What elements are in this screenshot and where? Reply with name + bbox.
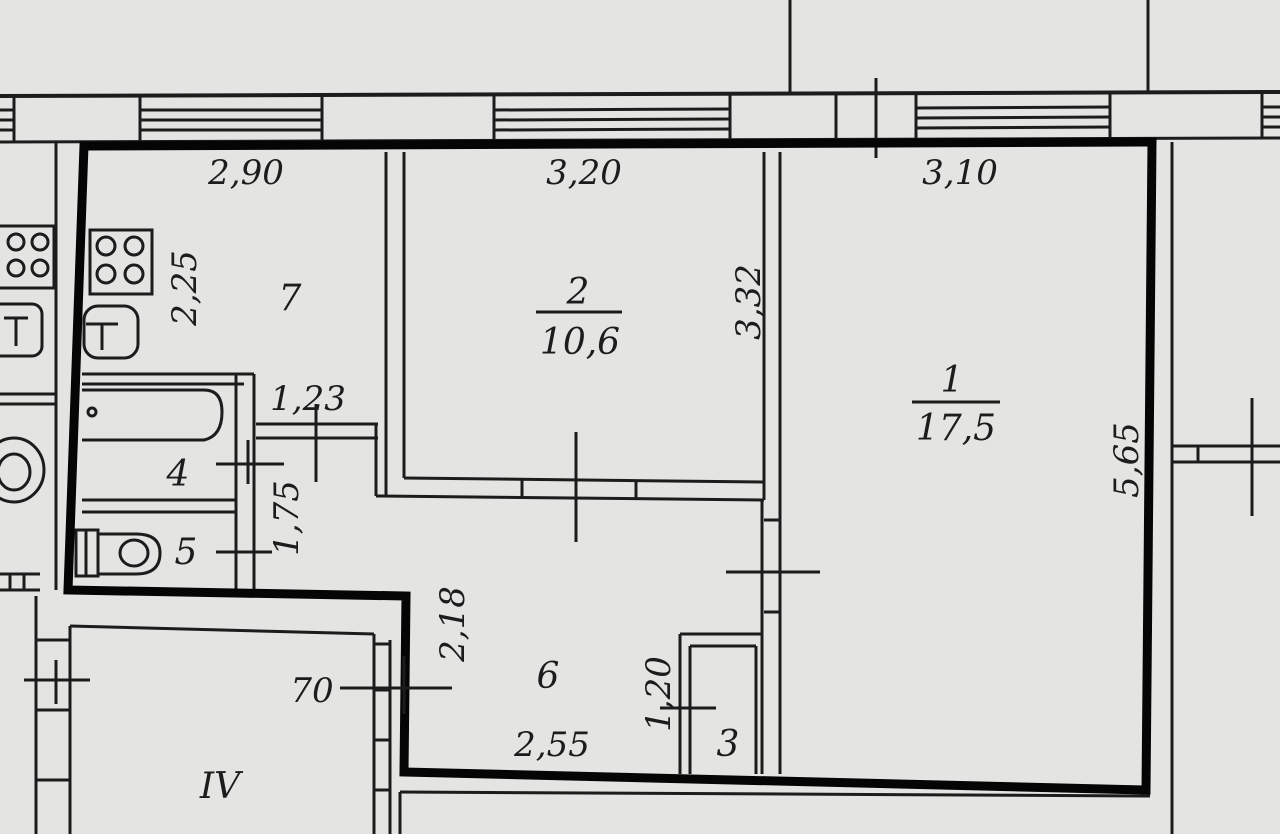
- dim-kitchen-width: 2,90: [207, 153, 284, 193]
- kitchen-sink-icon: [82, 304, 140, 360]
- bath-number: 4: [166, 454, 190, 495]
- dim-bath-depth: 1,75: [267, 480, 307, 556]
- window-kitchen: [140, 108, 322, 132]
- dim-room2-width: 3,20: [546, 153, 622, 193]
- dim-kitchen-depth: 2,25: [165, 250, 205, 327]
- toilet-icon: [74, 528, 162, 578]
- dimension-ticks: [24, 398, 1254, 714]
- dim-room1-depth: 5,65: [1107, 422, 1147, 498]
- windows: [0, 105, 1280, 132]
- kitchen-number: 7: [279, 278, 302, 319]
- bathtub-icon: [82, 388, 224, 442]
- neighbor-walls-left: [0, 142, 58, 592]
- dim-door-width: 70: [290, 671, 333, 711]
- room1-number: 1: [941, 360, 964, 401]
- neighbor-walls-top: [788, 0, 1150, 92]
- dim-room2-depth: 3,32: [729, 264, 769, 340]
- window-left: [0, 108, 14, 132]
- dim-hall-width: 2,55: [513, 725, 590, 765]
- neighbor-fixtures: [0, 224, 56, 504]
- dim-closet-depth: 1,20: [639, 656, 679, 732]
- dim-hall-depth: 2,18: [433, 586, 473, 663]
- window-room2: [493, 107, 731, 132]
- kitchen-stove-icon: [88, 228, 154, 296]
- window-room1: [915, 105, 1111, 130]
- dim-corridor-width: 1,23: [270, 379, 346, 419]
- closet-number: 3: [717, 724, 740, 765]
- hall-number: 6: [537, 656, 560, 697]
- apartment-outline: [63, 137, 1157, 795]
- room2-number: 2: [566, 272, 590, 313]
- neighbor-room-label: IV: [199, 766, 244, 807]
- dim-room1-width: 3,10: [922, 153, 998, 193]
- room1-area: 17,5: [916, 408, 996, 449]
- room2-area: 10,6: [540, 322, 620, 363]
- window-right: [1262, 105, 1280, 129]
- interior-walls: [34, 142, 1280, 834]
- wc-number: 5: [175, 532, 198, 573]
